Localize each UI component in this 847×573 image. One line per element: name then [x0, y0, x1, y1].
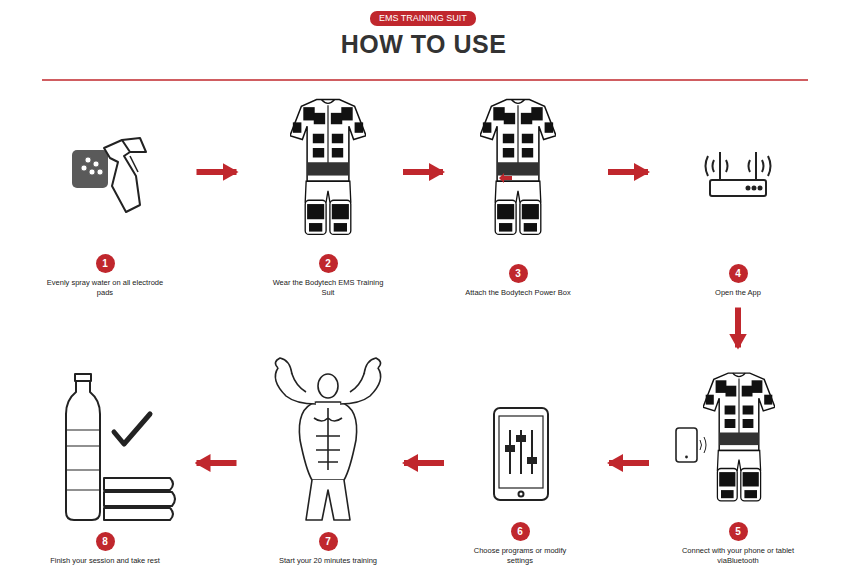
- tablet-icon: [506, 446, 514, 451]
- flow-arrow: [197, 169, 237, 175]
- flow-arrow: [609, 460, 649, 466]
- step-group: 6Choose programs or modify settings: [445, 355, 595, 568]
- tablet-icon: [494, 408, 548, 500]
- rest-icons: [66, 380, 100, 520]
- rest-icons: [114, 414, 150, 444]
- spray-icon: [72, 150, 108, 188]
- tablet-icon: [531, 430, 533, 474]
- muscle-figure: [318, 374, 338, 398]
- step-caption: Evenly spray water on all electrode pads: [46, 278, 164, 298]
- tablet-icon: [517, 436, 525, 441]
- suit-with-phone: [685, 456, 688, 459]
- badge-text: EMS TRAINING SUIT: [379, 13, 467, 23]
- muscle-figure: [314, 408, 342, 470]
- step-number: 3: [509, 264, 528, 283]
- suit-with-phone: [704, 437, 706, 453]
- muscle-figure: [275, 366, 316, 404]
- suit-figure: [290, 100, 366, 235]
- spray-icon: [104, 140, 140, 212]
- router-icon: [710, 180, 766, 196]
- suit-with-power-box: [480, 100, 556, 235]
- rest-icons: [104, 478, 173, 490]
- step-number: 8: [96, 532, 115, 551]
- tablet-icon: [519, 492, 524, 497]
- step-group: 8Finish your session and take rest: [30, 355, 180, 568]
- diagram-title: HOW TO USE: [0, 30, 847, 59]
- rest-icons: [75, 374, 91, 381]
- router-icon: [768, 156, 771, 176]
- step-number: 1: [96, 254, 115, 273]
- spray-icon: [89, 169, 95, 175]
- router-icon: [747, 187, 750, 190]
- muscle-figure: [275, 358, 380, 520]
- step-caption: Wear the Bodytech EMS Training Suit: [269, 278, 387, 298]
- spray-icon: [81, 165, 87, 171]
- step-caption: Start your 20 minutes training: [279, 556, 377, 566]
- spray-icon: [97, 169, 103, 175]
- step-caption: Open the App: [715, 288, 761, 298]
- step-group: 4Open the App: [663, 85, 813, 300]
- rest-icons: [66, 374, 175, 520]
- router-icon: [753, 187, 756, 190]
- suit-with-phone: [676, 428, 697, 462]
- flow-arrow: [608, 169, 648, 175]
- router-icon: [719, 152, 721, 180]
- step-group: 1Evenly spray water on all electrode pad…: [30, 85, 180, 300]
- flow-arrow: [404, 460, 444, 466]
- step-caption: Finish your session and take rest: [50, 556, 160, 566]
- suit-figure: [290, 100, 366, 235]
- suit-with-phone: [676, 373, 775, 501]
- router-icon: [713, 160, 715, 172]
- muscle-figure: [340, 366, 381, 404]
- step-group: 5Connect with your phone or tablet viaBl…: [663, 355, 813, 568]
- step-number: 5: [729, 522, 748, 541]
- suit-with-power-box: [499, 173, 512, 183]
- suit-with-phone: [700, 440, 702, 450]
- flow-arrow: [403, 169, 443, 175]
- suit-with-power-box: [480, 100, 556, 235]
- spray-icon: [72, 138, 146, 212]
- muscle-figure: [364, 358, 381, 374]
- step-number: 6: [511, 522, 530, 541]
- router-icon: [706, 156, 709, 176]
- step-number: 2: [319, 254, 338, 273]
- muscle-figure: [275, 358, 292, 374]
- flow-arrow: [197, 460, 237, 466]
- step-caption: Connect with your phone or tablet viaBlu…: [679, 546, 797, 566]
- spray-icon: [93, 161, 99, 167]
- router-icon: [759, 187, 762, 190]
- header-rule: [42, 79, 808, 81]
- spray-icon: [122, 138, 146, 152]
- step-caption: Choose programs or modify settings: [461, 546, 579, 566]
- router-icon: [726, 160, 728, 172]
- step-group: 2Wear the Bodytech EMS Training Suit: [253, 85, 403, 300]
- tablet-icon: [499, 416, 543, 488]
- muscle-figure: [299, 402, 356, 480]
- router-icon: [706, 152, 771, 196]
- flow-arrow: [735, 308, 741, 348]
- rest-icons: [104, 508, 173, 520]
- muscle-figure: [306, 480, 350, 520]
- step-number: 4: [729, 264, 748, 283]
- router-icon: [749, 160, 751, 172]
- spray-icon: [85, 157, 91, 163]
- spray-icon: [81, 157, 103, 175]
- router-icon: [755, 152, 757, 180]
- step-group: 3Attach the Bodytech Power Box: [443, 85, 593, 300]
- step-number: 7: [319, 532, 338, 551]
- tablet-icon: [528, 458, 536, 463]
- rest-icons: [104, 492, 175, 506]
- rest-icons: [66, 430, 100, 490]
- router-icon: [762, 160, 764, 172]
- step-caption: Attach the Bodytech Power Box: [465, 288, 570, 298]
- tablet-icon: [494, 408, 548, 500]
- spray-icon: [130, 156, 138, 172]
- suit-with-phone: [703, 373, 775, 501]
- header-badge: EMS TRAINING SUIT: [370, 11, 476, 26]
- step-group: 7Start your 20 minutes training: [253, 355, 403, 568]
